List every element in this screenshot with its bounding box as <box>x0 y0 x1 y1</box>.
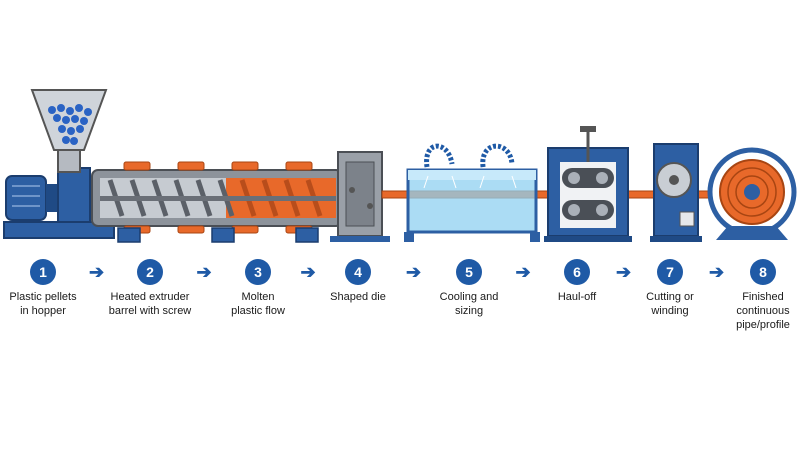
motor <box>5 175 60 221</box>
hopper <box>30 89 108 173</box>
step-label-7: Cutting or winding <box>646 291 694 317</box>
haul-off <box>544 126 632 242</box>
cutter <box>650 143 702 242</box>
flow-arrow-icon: ➔ <box>515 262 531 282</box>
flow-arrow-icon: ➔ <box>88 262 105 282</box>
step-label-6: Haul-off <box>557 291 597 303</box>
gearbox <box>3 167 115 239</box>
flow-arrow-icon: ➔ <box>405 262 422 282</box>
flow-arrow-icon: ➔ <box>196 262 212 282</box>
extrusion-line-illustration <box>3 89 797 243</box>
step-number-5: 5 <box>456 259 482 285</box>
extruder-barrel <box>91 161 343 243</box>
step-number-7: 7 <box>657 259 683 285</box>
cooling-tank <box>404 143 540 242</box>
flow-arrow-icon: ➔ <box>708 262 725 282</box>
flow-arrow-icon: ➔ <box>615 262 632 282</box>
step-number-3: 3 <box>245 259 271 285</box>
step-number-6: 6 <box>564 259 590 285</box>
step-number-8: 8 <box>750 259 776 285</box>
step-label-1: Plastic pellets in hopper <box>9 291 77 317</box>
flow-arrow-icon: ➔ <box>300 262 316 282</box>
step-label-3: Molten plastic flow <box>231 291 285 317</box>
step-number-4: 4 <box>345 259 371 285</box>
step-label-4: Shaped die <box>330 291 386 303</box>
die <box>330 151 390 242</box>
step-label-2: Heated extruder barrel with screw <box>108 291 192 317</box>
step-label-5: Cooling and sizing <box>439 291 499 317</box>
step-number-1: 1 <box>30 259 56 285</box>
step-number-2: 2 <box>137 259 163 285</box>
step-label-8: Finished continuous pipe/profile <box>736 291 790 331</box>
reel <box>707 147 797 240</box>
